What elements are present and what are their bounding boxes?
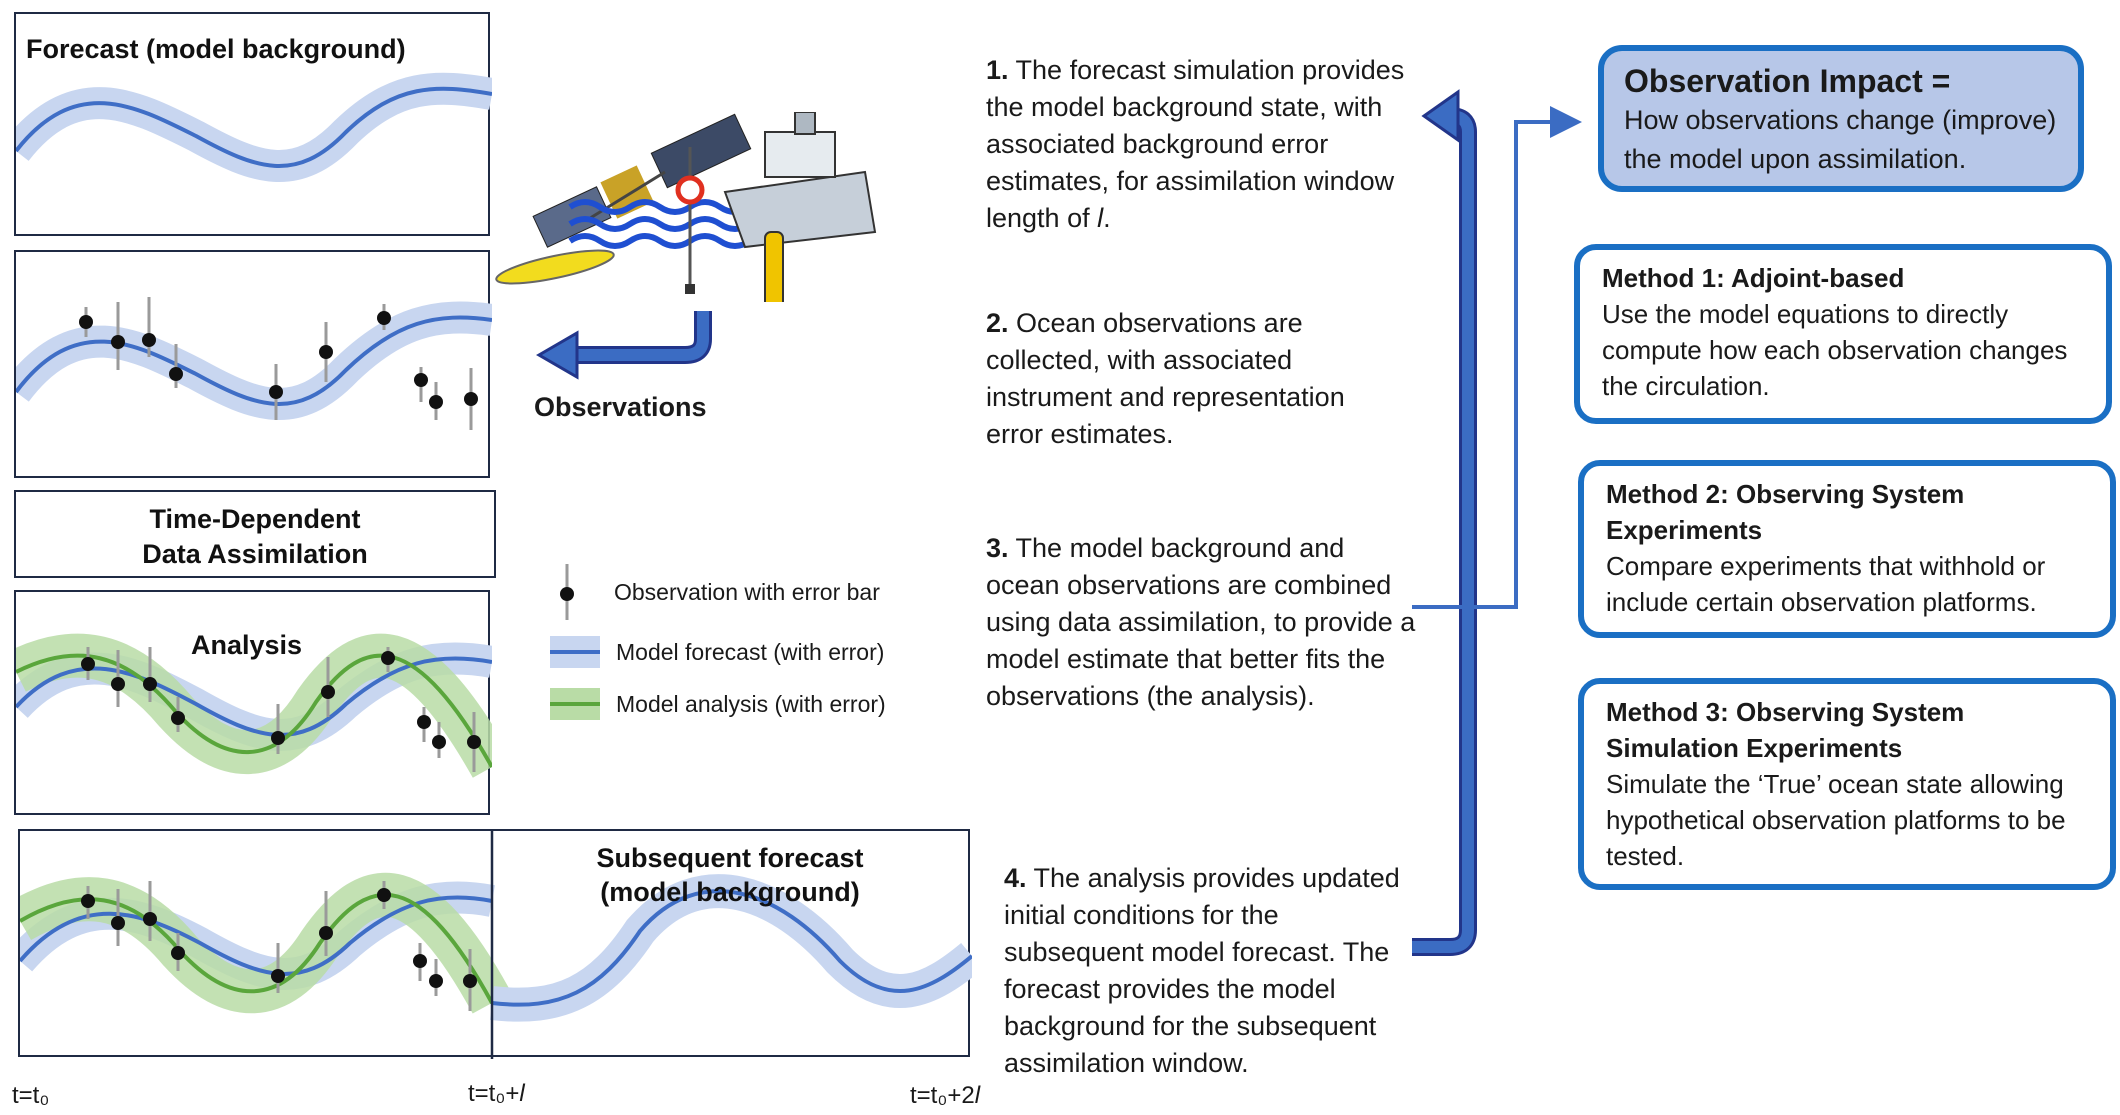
observations-arrow [536,311,712,380]
legend-forecast: Model forecast (with error) [550,632,884,672]
step-4: 4. The analysis provides updated initial… [1004,863,1400,1078]
time-label-t2: t=t₀+2l [910,1082,981,1109]
time-label-t1: t=t₀+l [468,1080,525,1107]
subsequent-panel: Subsequent forecast (model background) [18,829,972,1059]
subsequent-curves [20,831,972,1059]
impact-text: How observations change (improve) the mo… [1624,105,2057,174]
tdda-line1: Time-Dependent [149,504,361,534]
method-3-text: Simulate the ‘True’ ocean state allowing… [1606,769,2066,871]
analysis-panel: Analysis [14,590,492,815]
observations-label: Observations [534,392,707,422]
impact-title: Observation Impact = [1624,63,1951,99]
observation-points [84,297,473,430]
legend-obs-label: Observation with error bar [614,578,880,605]
step-1: 1. The forecast simulation provides the … [986,55,1405,233]
background-with-obs-curve [16,297,492,430]
forecast-curve [16,72,492,182]
forecast-swatch-icon [550,636,600,668]
analysis-curves [16,633,492,778]
subsequent-title-line2: (model background) [600,877,860,907]
connector-arrows [1412,89,1582,956]
obs-error-bar-icon [560,564,574,620]
glider-icon [495,249,615,285]
method-3-title: Method 3: Observing System Simulation Ex… [1606,697,1965,763]
observation-impact-box: Observation Impact = How observations ch… [1598,45,2084,192]
observations-panel [14,250,492,478]
method-2-box: Method 2: Observing System Experiments C… [1578,460,2116,638]
forecast-panel: Forecast (model background) [14,12,492,236]
tdda-panel: Time-Dependent Data Assimilation [14,490,496,578]
method-3-box: Method 3: Observing System Simulation Ex… [1578,678,2116,890]
method-1-title: Method 1: Adjoint-based [1602,263,1905,293]
subsequent-title-line1: Subsequent forecast [596,843,864,873]
satellite-icon [532,113,752,248]
method-2-title: Method 2: Observing System Experiments [1606,479,1965,545]
legend-obs: Observation with error bar [552,562,880,622]
observing-platforms-illustration [495,112,877,302]
tdda-line2: Data Assimilation [142,539,368,569]
legend-analysis: Model analysis (with error) [550,684,886,724]
ship-icon [723,112,877,249]
legend-analysis-label: Model analysis (with error) [616,690,886,717]
method-1-text: Use the model equations to directly comp… [1602,299,2068,401]
profiling-float-icon [764,231,784,302]
method-2-text: Compare experiments that withhold or inc… [1606,551,2046,617]
method-1-box: Method 1: Adjoint-based Use the model eq… [1574,244,2112,424]
forecast-title: Forecast (model background) [26,34,406,64]
ocean-waves-icon [568,199,752,249]
time-label-t0: t=t₀ [12,1082,50,1109]
analysis-title: Analysis [191,630,303,660]
step-3: 3. The model background and ocean observ… [986,533,1416,711]
buoy-icon [675,147,705,294]
analysis-swatch-icon [550,688,600,720]
step-2: 2. Ocean observations are collected, wit… [986,308,1345,449]
legend-forecast-label: Model forecast (with error) [616,638,885,665]
